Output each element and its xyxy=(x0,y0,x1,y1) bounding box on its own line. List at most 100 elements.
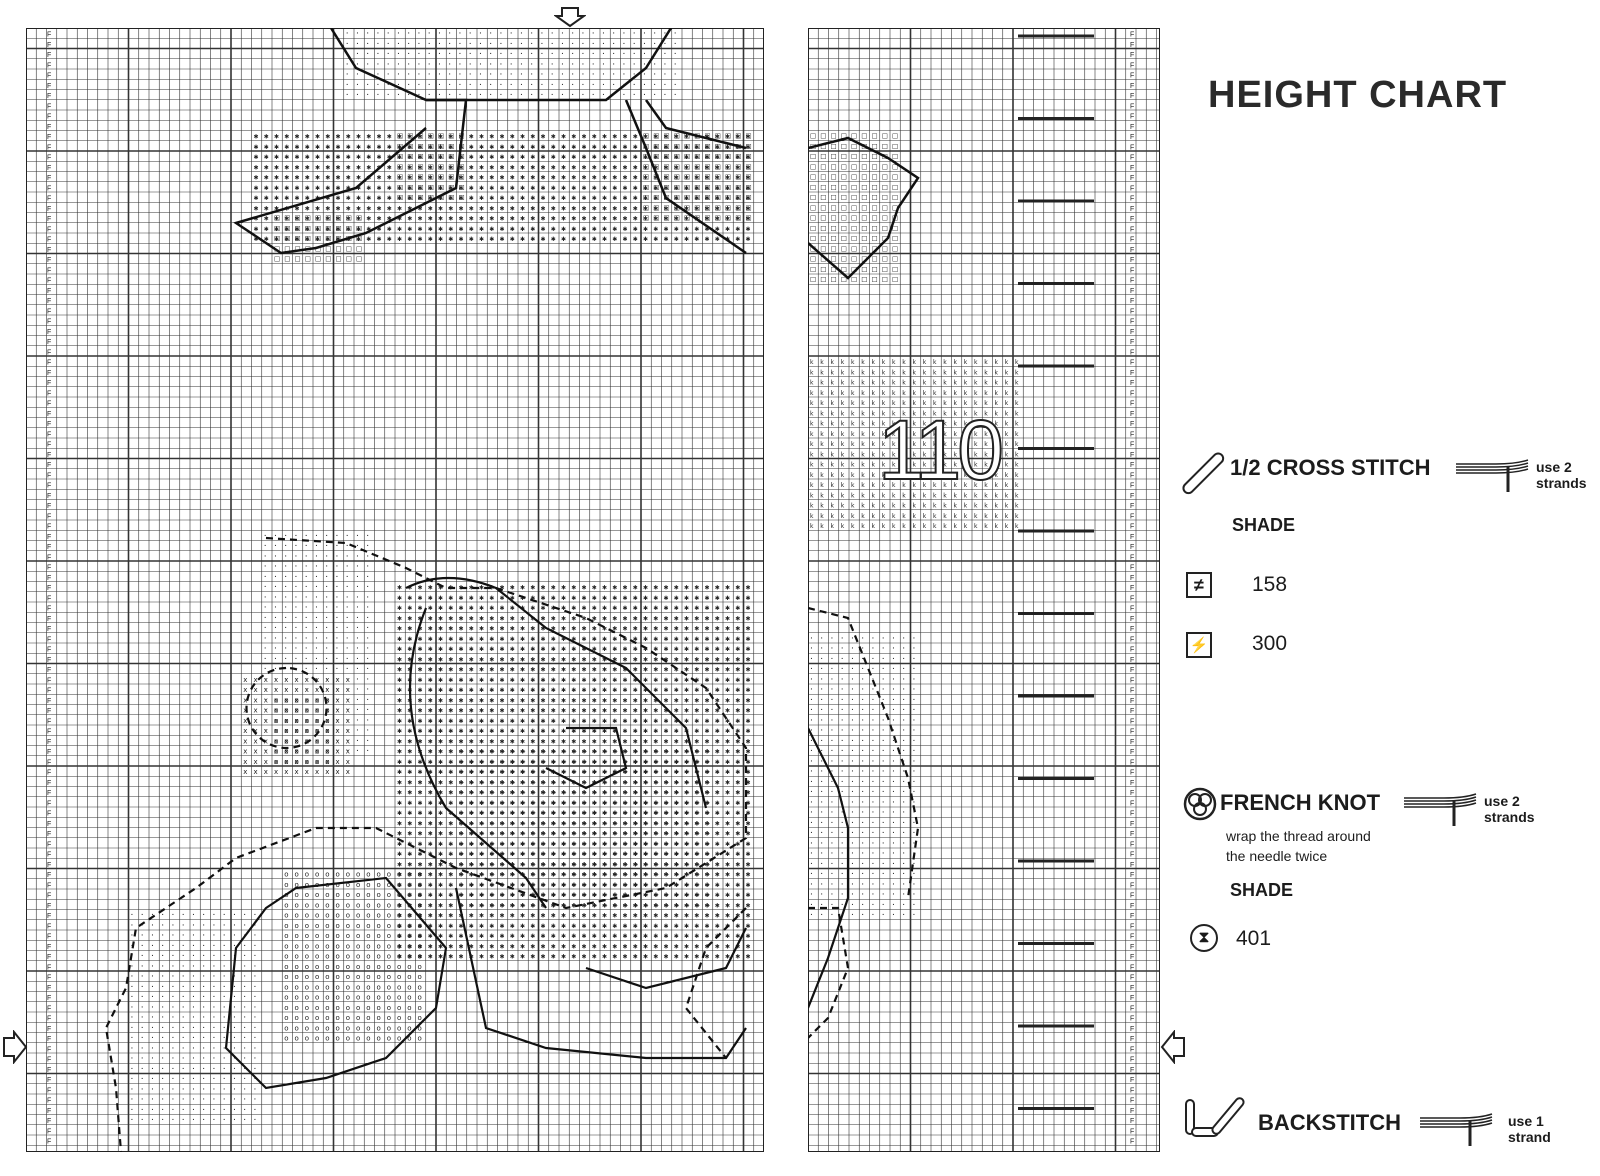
svg-text:·: · xyxy=(336,593,339,603)
svg-text:·: · xyxy=(551,60,554,70)
svg-text:☐: ☐ xyxy=(664,184,670,192)
svg-text:·: · xyxy=(243,921,246,931)
svg-text:+: + xyxy=(643,850,649,858)
svg-text:✱: ✱ xyxy=(469,923,474,930)
svg-text:✱: ✱ xyxy=(397,861,402,868)
svg-text:✱: ✱ xyxy=(746,216,751,223)
svg-text:✱: ✱ xyxy=(551,902,556,909)
svg-text:+: + xyxy=(551,860,557,868)
svg-text:·: · xyxy=(407,60,410,70)
svg-text:·: · xyxy=(161,911,164,921)
svg-text:+: + xyxy=(694,901,700,909)
svg-text:+: + xyxy=(571,850,577,858)
svg-text:✱: ✱ xyxy=(530,697,535,704)
svg-text:✱: ✱ xyxy=(336,154,341,161)
svg-text:·: · xyxy=(295,706,298,716)
svg-text:✱: ✱ xyxy=(643,226,648,233)
svg-text:·: · xyxy=(254,1044,257,1054)
svg-text:☐: ☐ xyxy=(725,194,731,202)
svg-text:o: o xyxy=(407,953,411,961)
svg-text:x: x xyxy=(243,676,247,684)
svg-text:·: · xyxy=(892,706,895,716)
svg-text:o: o xyxy=(315,758,319,766)
svg-text:✱: ✱ xyxy=(489,738,494,745)
svg-text:o: o xyxy=(295,1024,299,1032)
svg-text:✱: ✱ xyxy=(643,954,648,961)
svg-text:k: k xyxy=(954,410,958,417)
svg-text:✱: ✱ xyxy=(653,626,658,633)
svg-text:·: · xyxy=(831,736,834,746)
svg-text:·: · xyxy=(841,900,844,910)
svg-text:☐: ☐ xyxy=(841,174,847,182)
svg-text:·: · xyxy=(295,747,298,757)
svg-text:·: · xyxy=(182,993,185,1003)
svg-text:☐: ☐ xyxy=(831,184,837,192)
svg-text:✱: ✱ xyxy=(448,697,453,704)
svg-text:✱: ✱ xyxy=(571,738,576,745)
svg-text:k: k xyxy=(974,513,978,520)
svg-text:o: o xyxy=(305,727,309,735)
svg-text:o: o xyxy=(387,942,391,950)
svg-text:·: · xyxy=(571,70,574,80)
svg-text:✱: ✱ xyxy=(459,749,464,756)
svg-text:o: o xyxy=(284,1004,288,1012)
svg-text:✱: ✱ xyxy=(418,841,423,848)
svg-text:+: + xyxy=(571,799,577,807)
svg-text:·: · xyxy=(810,798,813,808)
svg-text:·: · xyxy=(172,1044,175,1054)
svg-text:✱: ✱ xyxy=(561,810,566,817)
svg-text:✱: ✱ xyxy=(479,636,484,643)
svg-text:o: o xyxy=(397,1035,401,1043)
svg-text:·: · xyxy=(336,736,339,746)
svg-text:☐: ☐ xyxy=(643,133,649,141)
svg-text:✱: ✱ xyxy=(469,820,474,827)
svg-text:☐: ☐ xyxy=(694,174,700,182)
svg-text:✱: ✱ xyxy=(325,195,330,202)
svg-text:✱: ✱ xyxy=(541,605,546,612)
svg-text:☐: ☐ xyxy=(448,133,454,141)
svg-text:F: F xyxy=(1130,93,1134,100)
svg-text:·: · xyxy=(428,70,431,80)
svg-text:+: + xyxy=(541,850,547,858)
svg-text:F: F xyxy=(47,1077,51,1084)
svg-text:+: + xyxy=(694,799,700,807)
svg-text:o: o xyxy=(325,696,329,704)
svg-text:+: + xyxy=(551,891,557,899)
svg-text:k: k xyxy=(1005,472,1009,479)
svg-text:☐: ☐ xyxy=(861,256,867,264)
svg-text:✱: ✱ xyxy=(664,820,669,827)
svg-text:✱: ✱ xyxy=(510,605,515,612)
svg-text:·: · xyxy=(141,962,144,972)
svg-text:F: F xyxy=(1130,308,1134,315)
svg-text:✱: ✱ xyxy=(705,779,710,786)
svg-text:✱: ✱ xyxy=(674,697,679,704)
svg-text:k: k xyxy=(820,431,824,438)
svg-text:F: F xyxy=(1130,401,1134,408)
svg-text:☐: ☐ xyxy=(725,143,731,151)
svg-text:✱: ✱ xyxy=(623,236,628,243)
svg-text:✱: ✱ xyxy=(623,195,628,202)
svg-text:☐: ☐ xyxy=(831,194,837,202)
svg-text:o: o xyxy=(315,901,319,909)
svg-text:·: · xyxy=(674,70,677,80)
svg-text:·: · xyxy=(820,880,823,890)
svg-text:✱: ✱ xyxy=(705,585,710,592)
svg-text:✱: ✱ xyxy=(623,913,628,920)
svg-text:·: · xyxy=(233,1013,236,1023)
svg-text:o: o xyxy=(418,1014,422,1022)
svg-text:o: o xyxy=(315,932,319,940)
svg-text:·: · xyxy=(459,50,462,60)
svg-text:·: · xyxy=(325,593,328,603)
svg-text:·: · xyxy=(233,993,236,1003)
svg-text:·: · xyxy=(151,972,154,982)
svg-text:✱: ✱ xyxy=(397,728,402,735)
svg-text:✱: ✱ xyxy=(571,656,576,663)
svg-text:✱: ✱ xyxy=(582,718,587,725)
svg-text:✱: ✱ xyxy=(520,626,525,633)
svg-text:✱: ✱ xyxy=(561,892,566,899)
svg-text:✱: ✱ xyxy=(418,718,423,725)
thread-icon xyxy=(1456,459,1529,492)
svg-text:✱: ✱ xyxy=(459,226,464,233)
svg-text:k: k xyxy=(872,462,876,469)
svg-text:✱: ✱ xyxy=(510,677,515,684)
